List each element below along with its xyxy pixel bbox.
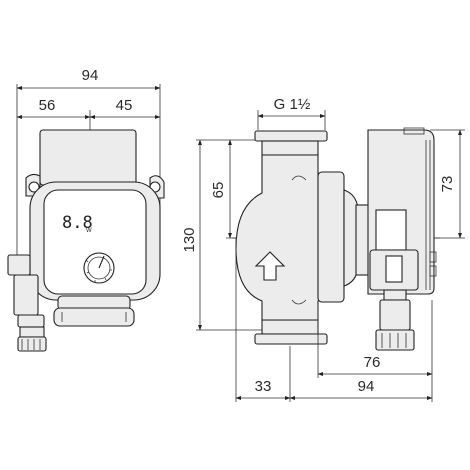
- flow-direction-arrow-icon: [254, 251, 286, 281]
- dimension-33-94: 33 94: [235, 238, 433, 402]
- display-digits: 8.8: [62, 213, 93, 233]
- dimension-label-thread: G 1½: [274, 96, 311, 113]
- side-pump-housing: [235, 130, 337, 345]
- dimension-56-45: 56 45: [16, 97, 161, 130]
- dimension-73: 73: [430, 129, 465, 239]
- dimension-label-130: 130: [181, 227, 198, 252]
- dimension-label-65: 65: [210, 182, 227, 199]
- dimension-label-94-front: 94: [82, 67, 99, 84]
- dimension-label-56: 56: [39, 97, 56, 114]
- dimension-label-94-side: 94: [358, 378, 375, 395]
- dimension-label-33: 33: [255, 378, 272, 395]
- dimension-130: 130: [181, 139, 262, 331]
- dimension-label-76: 76: [364, 354, 381, 371]
- side-view: G 1½ 130 65 73: [181, 96, 465, 402]
- side-motor: [317, 127, 437, 351]
- dimension-thread: G 1½: [257, 96, 326, 130]
- control-dial-icon: [83, 252, 115, 284]
- front-cable-gland: [7, 254, 47, 352]
- display-unit: W: [86, 228, 92, 234]
- dimension-label-45: 45: [116, 97, 133, 114]
- front-pump-body: 8.8 W: [7, 129, 165, 352]
- dimension-76: 76: [317, 300, 433, 402]
- front-view: 94 56 45 8.8 W: [7, 67, 165, 352]
- dimension-label-73: 73: [439, 176, 456, 193]
